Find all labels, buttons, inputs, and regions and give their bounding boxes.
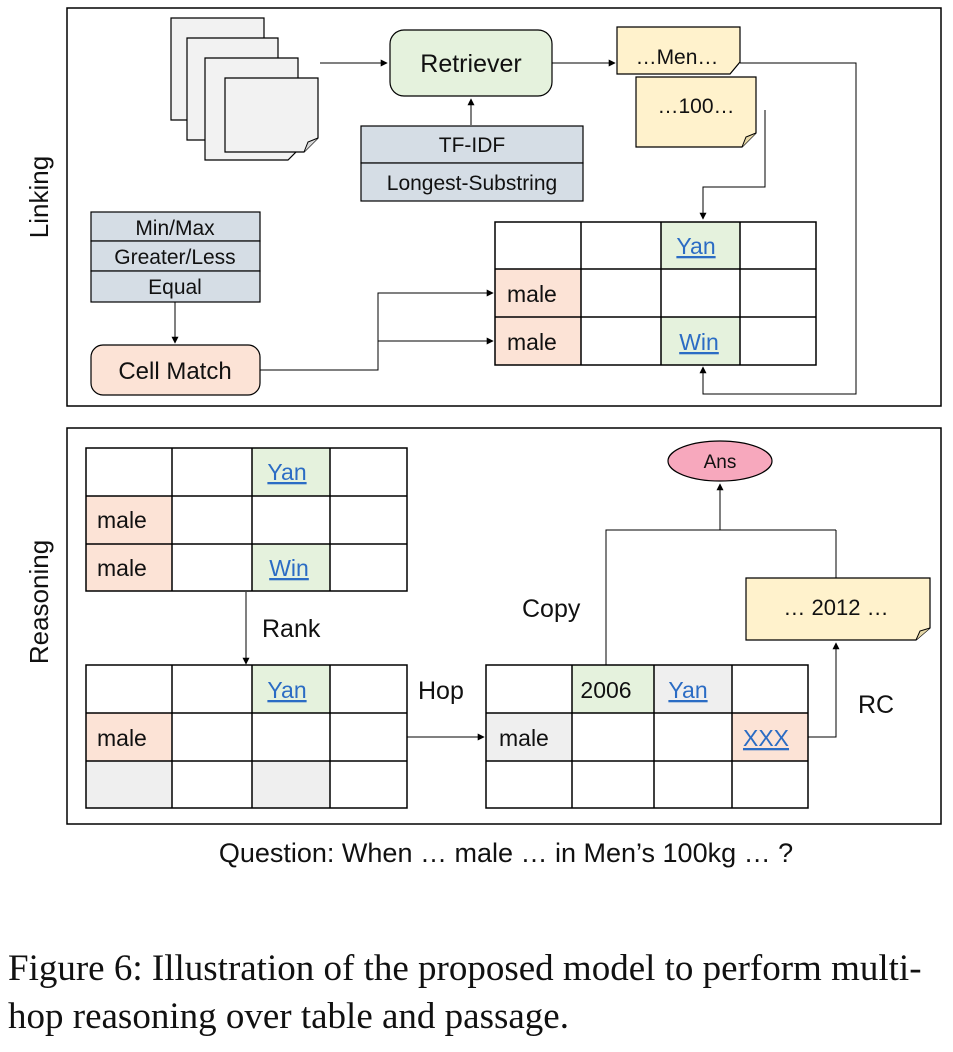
hop-label: Hop bbox=[418, 677, 464, 705]
passage-100-text: …100… bbox=[657, 95, 734, 118]
retriever-label: Retriever bbox=[420, 50, 521, 78]
table-a-male-1: male bbox=[97, 507, 147, 533]
document-stack bbox=[170, 17, 319, 161]
linking-cell-male-2: male bbox=[507, 329, 557, 355]
passage-men-text: …Men… bbox=[636, 46, 719, 69]
linking-panel bbox=[66, 7, 942, 407]
rc-label: RC bbox=[858, 691, 894, 719]
rc-passage-fold bbox=[915, 627, 931, 641]
minmax-box bbox=[90, 211, 261, 242]
linking-cell-win: Win bbox=[679, 329, 719, 355]
copy-arrow bbox=[605, 483, 724, 665]
copy-label: Copy bbox=[522, 595, 581, 623]
linking-cell-male-1: male bbox=[507, 281, 557, 307]
figure-caption: Figure 6: Illustration of the proposed m… bbox=[8, 948, 922, 1037]
table-b-male: male bbox=[97, 725, 147, 751]
greaterless-box bbox=[90, 240, 261, 272]
rc-passage-text: … 2012 … bbox=[783, 595, 888, 620]
linking-label: Linking bbox=[24, 156, 54, 238]
longest-substring-label: Longest-Substring bbox=[387, 172, 557, 195]
longest-substring-box bbox=[360, 162, 584, 202]
equal-box bbox=[90, 270, 261, 303]
answer-oval bbox=[667, 440, 773, 482]
cell-match-label: Cell Match bbox=[118, 358, 231, 385]
table-c-male: male bbox=[499, 725, 549, 751]
passage-note-fold bbox=[741, 132, 757, 148]
minmax-label: Min/Max bbox=[135, 217, 215, 240]
table-c-yan: Yan bbox=[668, 677, 707, 703]
linking-cell-yan: Yan bbox=[676, 233, 715, 259]
reasoning-table-c bbox=[485, 664, 809, 809]
table-a-yan: Yan bbox=[267, 459, 306, 485]
table-a-male-2: male bbox=[97, 555, 147, 581]
table-c-xxx: XXX bbox=[743, 725, 789, 751]
rank-label: Rank bbox=[262, 615, 321, 643]
reasoning-table-a bbox=[85, 447, 408, 592]
table-c-2006: 2006 bbox=[580, 677, 631, 703]
tfidf-box bbox=[360, 125, 584, 164]
table-a-win: Win bbox=[269, 555, 309, 581]
passage-100-to-yan-arrow bbox=[699, 110, 766, 220]
question-text: Question: When … male … in Men’s 100kg …… bbox=[219, 838, 793, 868]
greaterless-label: Greater/Less bbox=[114, 246, 235, 269]
answer-label: Ans bbox=[704, 452, 737, 473]
passage-note-men bbox=[616, 26, 741, 75]
passage-men-to-win-arrow bbox=[699, 62, 857, 395]
table-b-yan: Yan bbox=[267, 677, 306, 703]
reasoning-panel bbox=[66, 427, 942, 825]
cellmatch-to-male1-arrow bbox=[260, 289, 494, 371]
rc-arrow bbox=[808, 642, 840, 738]
reasoning-label: Reasoning bbox=[24, 540, 54, 664]
equal-label: Equal bbox=[148, 276, 202, 299]
linking-table bbox=[494, 221, 817, 366]
tfidf-label: TF-IDF bbox=[439, 134, 505, 157]
